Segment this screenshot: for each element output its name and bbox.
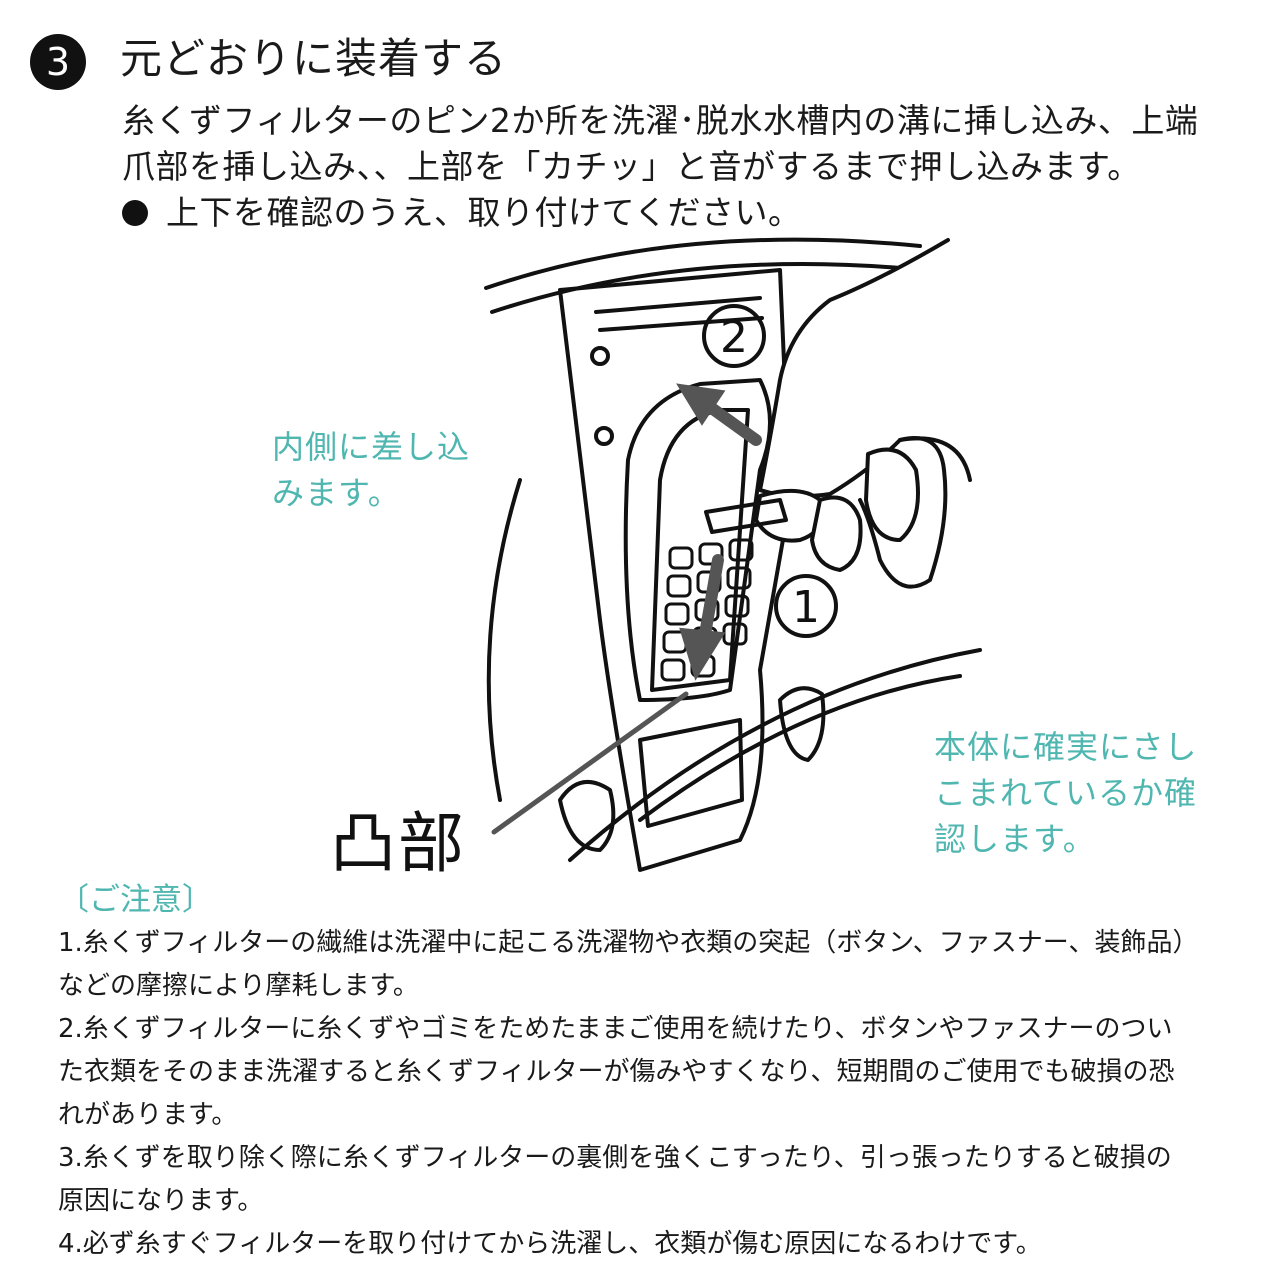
housing-hole (590, 346, 610, 366)
filter-mesh (660, 538, 754, 682)
step-marker-2-label: 2 (720, 312, 748, 363)
tub-bottom-rim-inner (638, 674, 962, 822)
floor-bump (778, 686, 826, 762)
arrow-push-down (679, 554, 726, 681)
filter-housing (558, 268, 792, 872)
callout-line: 内側に差し込 (272, 428, 471, 466)
lint-filter-inner (650, 408, 750, 692)
caution-line: 3.糸くずを取り除く際に糸くずフィルターの裏側を強くこすったり、引っ張ったりする… (58, 1143, 1172, 1173)
floor-bump (558, 780, 616, 852)
housing-ridge (598, 316, 764, 332)
protrusion-label: 凸部 (330, 805, 466, 882)
caution-line: た衣類をそのまま洗濯すると糸くずフィルターが傷みやすくなり、短期間のご使用でも破… (58, 1057, 1175, 1087)
caution-line: 4.必ず糸すぐフィルターを取り付けてから洗濯し、衣類が傷む原因になるわけです。 (58, 1229, 1042, 1259)
step-marker-1-label: 1 (792, 582, 820, 633)
caution-list: 1.糸くずフィルターの繊維は洗濯中に起こる洗濯物や衣類の突起（ボタン、ファスナー… (58, 922, 1248, 1266)
callout-insert-inside: 内側に差し込 みます。 (272, 424, 470, 516)
caution-line: 1.糸くずフィルターの繊維は洗濯中に起こる洗濯物や衣類の突起（ボタン、ファスナー… (58, 928, 1199, 958)
filter-installation-illustration: 2 1 (484, 237, 982, 872)
callout-check-seated: 本体に確実にさし こまれているか確 認します。 (934, 724, 1197, 862)
callout-line: 本体に確実にさし (934, 728, 1198, 766)
callout-line: みます。 (272, 474, 401, 512)
bullet-icon (122, 200, 148, 226)
tub-rim-inner (490, 261, 902, 314)
tub-rim-outer (484, 237, 922, 290)
step-title: 元どおりに装着する (120, 34, 508, 83)
hand-wrist (898, 436, 972, 482)
instruction-note: 上下を確認のうえ、取り付けてください。 (122, 190, 1242, 236)
lint-filter (623, 378, 772, 702)
finger (864, 447, 920, 542)
filter-clip (704, 498, 788, 534)
caution-line: 2.糸くずフィルターに糸くずやゴミをためたままご使用を続けたり、ボタンやファスナ… (58, 1014, 1173, 1044)
finger (810, 495, 863, 572)
housing-ridge (594, 296, 762, 314)
housing-hole (594, 426, 614, 446)
arrow-push-up (676, 383, 762, 446)
instruction-line: 糸くずフィルターのピン2か所を洗濯･脱水水槽内の溝に挿し込み、上端 (122, 101, 1199, 140)
instructions: 糸くずフィルターのピン2か所を洗濯･脱水水槽内の溝に挿し込み、上端 爪部を挿し込… (122, 98, 1242, 236)
caution-line: れがあります。 (58, 1100, 238, 1130)
step-marker-1 (774, 574, 838, 638)
caution-line: などの摩擦により摩耗します。 (58, 971, 419, 1001)
tub-bottom-rim (568, 648, 982, 862)
callout-line: 認します。 (934, 820, 1096, 858)
step-marker-2 (702, 304, 766, 368)
instruction-note-text: 上下を確認のうえ、取り付けてください。 (166, 193, 802, 232)
step-number-badge: 3 (30, 34, 86, 90)
housing-slot (638, 718, 744, 828)
protrusion-leader-line (491, 691, 689, 835)
caution-heading: 〔ご注意〕 (58, 882, 213, 918)
instruction-line: 爪部を挿し込み、、上部を「カチッ」と音がするまで押し込みます。 (122, 147, 1141, 186)
caution-line: 原因になります。 (58, 1186, 264, 1216)
callout-line: こまれているか確 (934, 774, 1198, 812)
tub-wall-left (486, 478, 522, 802)
